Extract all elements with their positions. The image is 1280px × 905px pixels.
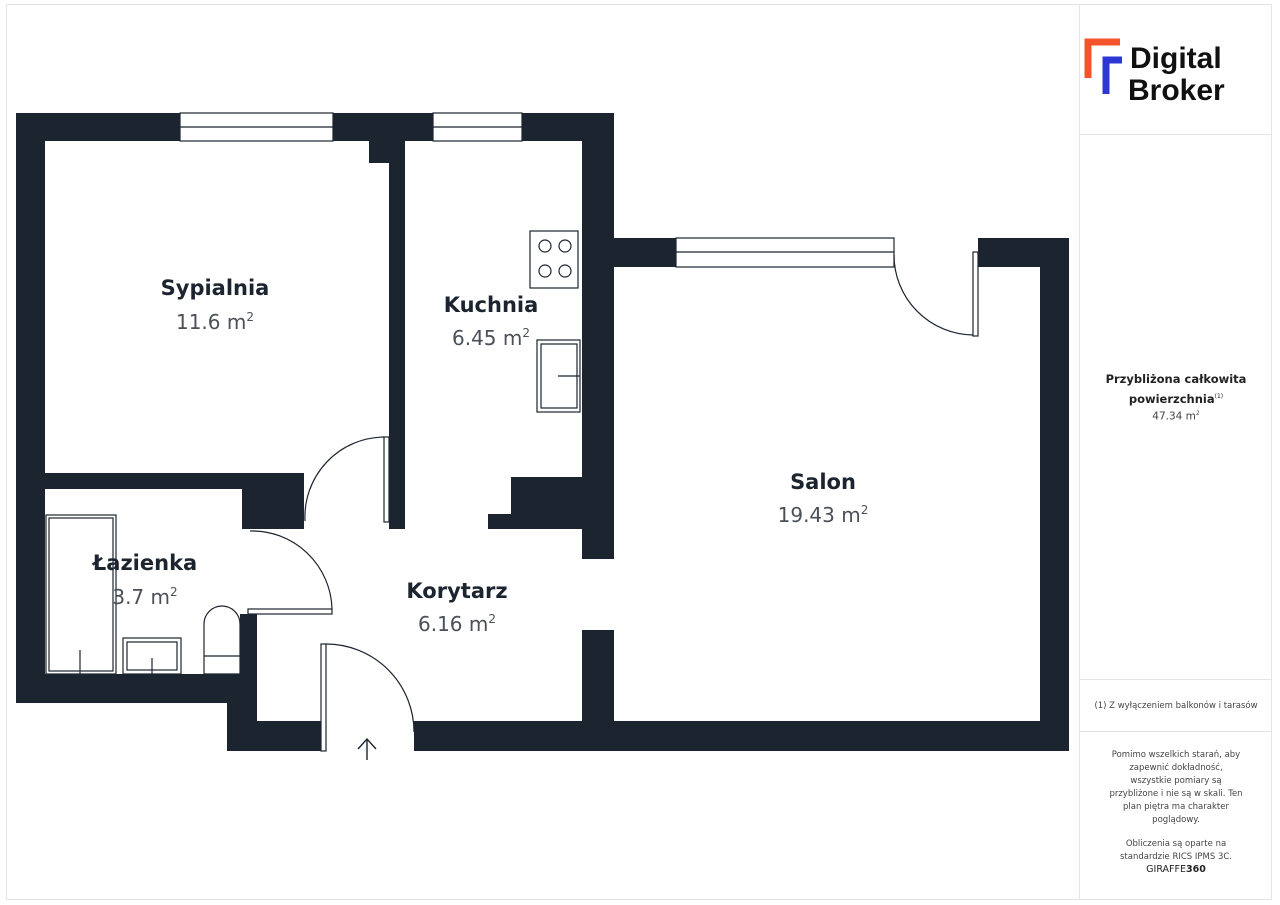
digital-broker-logo: Digital Broker — [1084, 38, 1225, 106]
room-name-salon: Salon — [790, 470, 856, 494]
bathtub-icon — [45, 514, 117, 675]
doors — [247, 251, 979, 752]
total-area-label: Przybliżona całkowita powierzchnia(1) — [1105, 372, 1247, 406]
page-frame — [6, 4, 1272, 900]
windows — [179, 112, 895, 268]
room-area-kuchnia: 6.45 m2 — [452, 326, 530, 350]
stove-icon — [529, 230, 579, 289]
room-area-salon: 19.43 m2 — [778, 503, 869, 527]
toilet-icon — [203, 605, 241, 675]
sidebar-divider — [1080, 134, 1272, 135]
room-area-sypialnia: 11.6 m2 — [176, 310, 254, 334]
logo-orange-mark — [1084, 38, 1120, 78]
entrance-arrow-icon — [357, 737, 377, 760]
room-name-korytarz: Korytarz — [406, 579, 507, 603]
room-name-sypialnia: Sypialnia — [161, 276, 270, 300]
giraffe360-brand: GIRAFFE360 — [1146, 864, 1206, 875]
logo-text-broker: Broker — [1128, 74, 1225, 106]
footnote: (1) Z wyłączeniem balkonów i tarasów — [1094, 701, 1258, 711]
room-area-korytarz: 6.16 m2 — [418, 612, 496, 636]
walls — [16, 113, 1069, 751]
logo-blue-mark — [1102, 56, 1122, 94]
room-area-lazienka: 3.7 m2 — [112, 585, 177, 609]
logo-text-digital: Digital — [1130, 42, 1222, 75]
sidebar-divider — [1080, 679, 1272, 680]
room-name-kuchnia: Kuchnia — [444, 293, 539, 317]
bathroom-sink-icon — [122, 637, 182, 675]
disclaimer: Pomimo wszelkich starań, aby zapewnić do… — [1109, 750, 1243, 862]
room-name-lazienka: Łazienka — [92, 551, 197, 575]
kitchen-sink-icon — [536, 339, 581, 413]
sidebar-divider — [1080, 731, 1272, 732]
info-sidebar: Digital Broker Przybliżona całkowita pow… — [1079, 4, 1272, 900]
floor-plan: Sypialnia 11.6 m2 Kuchnia 6.45 m2 Salon … — [16, 112, 1069, 760]
room-labels: Sypialnia 11.6 m2 Kuchnia 6.45 m2 Salon … — [92, 276, 869, 636]
total-area-value: 47.34 m2 — [1152, 410, 1200, 423]
